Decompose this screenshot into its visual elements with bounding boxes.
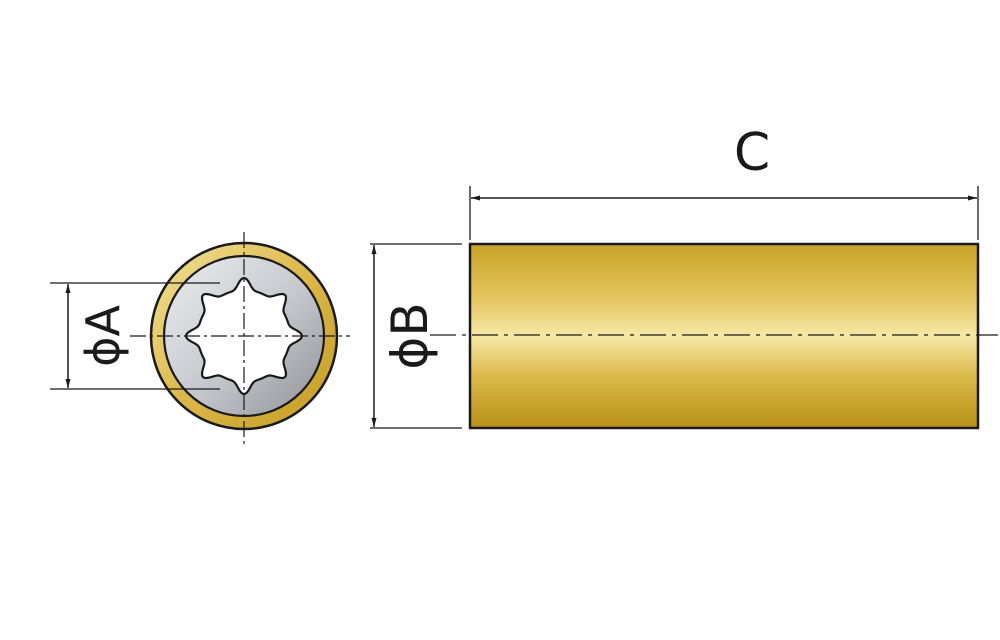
dimension-b: ϕB xyxy=(370,243,462,429)
dimension-b-label: ϕB xyxy=(381,302,439,369)
dimension-a: ϕA xyxy=(50,282,220,390)
bearing-tube xyxy=(468,242,980,430)
end-view xyxy=(130,232,350,446)
side-view xyxy=(430,242,998,430)
dimension-a-label: ϕA xyxy=(76,305,130,367)
dimension-c: C xyxy=(469,123,979,240)
dimension-c-label: C xyxy=(734,123,770,183)
